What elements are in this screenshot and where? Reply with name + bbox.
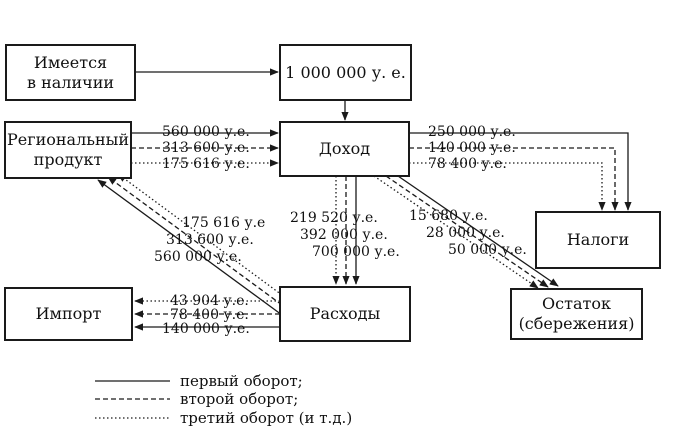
income-savings-arrow-3 <box>373 175 539 289</box>
flow-label: 43 904 у.е. <box>170 293 249 309</box>
flow-label: 313 600 у.е. <box>166 232 254 248</box>
box-expenses-label: Расходы <box>309 304 381 323</box>
flow-label: 140 000 у.е. <box>428 140 516 156</box>
income-taxes-arrow-2 <box>409 147 619 211</box>
box-taxes: Налоги <box>535 211 661 269</box>
box-taxes-label: Налоги <box>566 230 630 249</box>
box-regional-product-label: Региональный продукт <box>6 130 130 169</box>
flow-label: 313 600 у.е. <box>162 140 250 156</box>
box-available: Имеется в наличии <box>5 44 136 101</box>
box-million: 1 000 000 у. е. <box>279 44 412 101</box>
flow-label: 28 000 у.е. <box>426 225 505 241</box>
flow-label: 78 400 у.е. <box>170 307 249 323</box>
income-taxes-arrow-1 <box>409 132 632 211</box>
box-import: Импорт <box>4 287 133 341</box>
income-taxes-arrow-3 <box>409 162 606 211</box>
flow-label: 392 000 у.е. <box>300 227 388 243</box>
flow-label: 175 616 у.е. <box>162 156 250 172</box>
flow-label: 560 000 у.е. <box>154 249 242 265</box>
flow-label: 78 400 у.е. <box>428 156 507 172</box>
income-savings-arrow-2 <box>385 175 549 288</box>
box-available-label: Имеется в наличии <box>26 52 115 92</box>
flow-label: 219 520 у.е. <box>290 210 378 226</box>
box-savings: Остаток (сбережения) <box>510 288 643 340</box>
expenses-reg-arrow-3 <box>97 179 283 316</box>
flow-label: 700 000 у.е. <box>312 244 400 260</box>
flow-label: 250 000 у.е. <box>428 124 516 140</box>
box-import-label: Импорт <box>35 304 102 323</box>
income-savings-arrow-1 <box>397 175 559 287</box>
box-savings-label: Остаток (сбережения) <box>518 294 635 333</box>
box-million-label: 1 000 000 у. е. <box>285 62 406 82</box>
box-regional-product: Региональный продукт <box>4 121 132 179</box>
flow-label: 140 000 у.е. <box>162 321 250 337</box>
flow-label: 175 616 у.е <box>182 215 266 231</box>
legend-third-round: третий оборот (и т.д.) <box>180 409 353 427</box>
flow-label: 15 680 у.е. <box>409 208 488 224</box>
expenses-reg-arrow-2 <box>107 176 283 306</box>
box-expenses: Расходы <box>279 286 411 342</box>
flow-label: 50 000 у.е. <box>448 242 527 258</box>
box-income-label: Доход <box>318 139 371 158</box>
legend-second-round: второй оборот; <box>180 390 299 408</box>
flow-label: 560 000 у.е. <box>162 124 250 140</box>
box-income: Доход <box>279 121 410 177</box>
legend-first-round: первый оборот; <box>180 372 303 390</box>
